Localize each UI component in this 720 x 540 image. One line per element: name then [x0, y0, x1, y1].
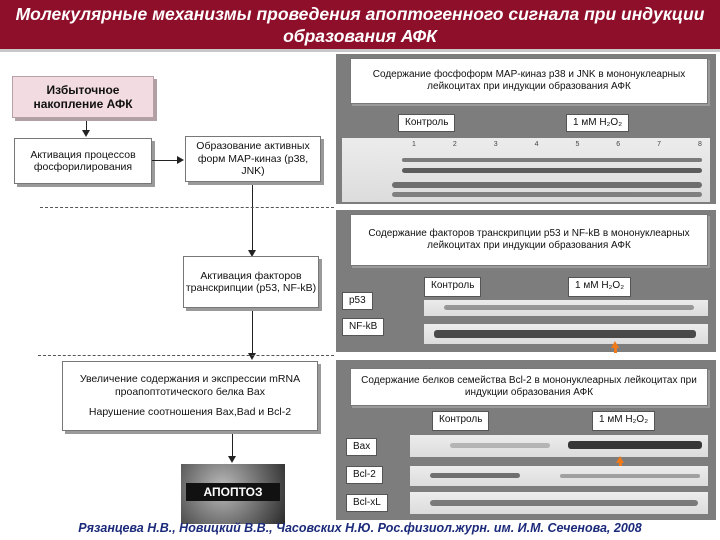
box-ros-accumulation: Избыточное накопление АФК: [12, 76, 154, 118]
blot-band: [450, 443, 550, 448]
connector-4: [252, 311, 253, 355]
box-map-kinase-label: Образование активных форм MAP-киназ (p38…: [196, 140, 310, 178]
box-transcription: Активация факторов транскрипции (p53, NF…: [183, 256, 319, 308]
dashed-line-2: [38, 355, 334, 356]
dashed-line-1: [40, 207, 334, 208]
blot-band: [402, 158, 702, 162]
blot-band: [392, 182, 702, 188]
box-map-kinase: Образование активных форм MAP-киназ (p38…: [185, 136, 321, 182]
p53-blot: [424, 300, 708, 316]
panel3-control-label: Контроль: [432, 411, 490, 431]
panel3-h2o2-label: 1 мМ H₂O₂: [592, 411, 656, 431]
nfkb-increase-arrow-icon: [611, 341, 619, 348]
lane-6: 6: [616, 141, 621, 148]
blot-band: [392, 192, 702, 197]
lane-1: 1: [412, 141, 416, 148]
arrow-4: [248, 353, 256, 360]
arrow-1: [82, 130, 90, 137]
bax-increase-arrow-stem: [619, 462, 622, 468]
lane-3: 3: [493, 141, 498, 148]
box-phosphorylation: Активация процессов фосфорилирования: [14, 138, 152, 184]
arrow-5: [228, 456, 236, 463]
citation: Рязанцева Н.В., Новицкий В.В., Часовских…: [78, 521, 642, 535]
blot-band: [402, 168, 702, 173]
lane-7: 7: [657, 141, 662, 148]
blot-band: [568, 441, 702, 449]
connector-1: [86, 121, 87, 133]
blot-band: [430, 473, 520, 478]
bcl2-blot: [410, 466, 708, 486]
panel1-h2o2-label: 1 мМ H₂O₂: [566, 114, 630, 132]
lane-4: 4: [534, 141, 539, 148]
lane-5: 5: [575, 141, 580, 148]
box-phosphorylation-label: Активация процессов фосфорилирования: [30, 148, 136, 174]
lane-2: 2: [452, 141, 457, 148]
bcl2-label: Bcl-2: [346, 466, 383, 484]
nfkb-blot: [424, 324, 708, 344]
connector-3: [252, 185, 253, 253]
bax-label: Bax: [346, 438, 378, 456]
box-bax-line2: Нарушение соотношения Bax,Bad и Bcl-2: [88, 406, 292, 419]
box-bax-line1: Увеличение содержания и экспрессии mRNA …: [79, 373, 301, 398]
panel2-caption: Содержание факторов транскрипции p53 и N…: [350, 214, 708, 266]
bax-blot: [410, 435, 708, 457]
box-ros-accumulation-label: Избыточное накопление АФК: [33, 83, 133, 111]
box-transcription-label: Активация факторов транскрипции (p53, NF…: [185, 269, 317, 295]
p53-label: p53: [342, 292, 373, 310]
panel1-western-blot: 1 2 3 4 5 6 7 8: [342, 138, 710, 202]
bax-increase-arrow-icon: [616, 456, 624, 463]
panel1-lanes: 1 2 3 4 5 6 7 8: [412, 141, 702, 148]
panel2-control-label: Контроль: [424, 277, 482, 297]
arrow-2: [177, 156, 184, 164]
apoptosis-label: АПОПТОЗ: [186, 483, 280, 501]
blot-band: [444, 305, 694, 310]
blot-band: [434, 330, 696, 338]
blot-band: [430, 500, 698, 506]
bclxl-label: Bcl-xL: [346, 494, 388, 512]
nfkb-label: NF-kB: [342, 318, 385, 336]
panel1-control-label: Контроль: [398, 114, 456, 132]
connector-5: [232, 434, 233, 458]
blot-band: [560, 474, 700, 478]
lane-8: 8: [698, 141, 702, 148]
panel3-caption: Содержание белков семейства Bcl-2 в моно…: [350, 368, 708, 406]
panel2-h2o2-label: 1 мМ H₂O₂: [568, 277, 632, 297]
connector-2: [152, 160, 178, 161]
arrow-3: [248, 250, 256, 257]
nfkb-increase-arrow-stem: [614, 347, 617, 353]
bclxl-blot: [410, 492, 708, 514]
page-title: Молекулярные механизмы проведения апопто…: [0, 0, 720, 52]
box-bax: Увеличение содержания и экспрессии mRNA …: [62, 361, 318, 431]
panel1-caption: Содержание фосфоформ MAP-киназ p38 и JNK…: [350, 58, 708, 104]
